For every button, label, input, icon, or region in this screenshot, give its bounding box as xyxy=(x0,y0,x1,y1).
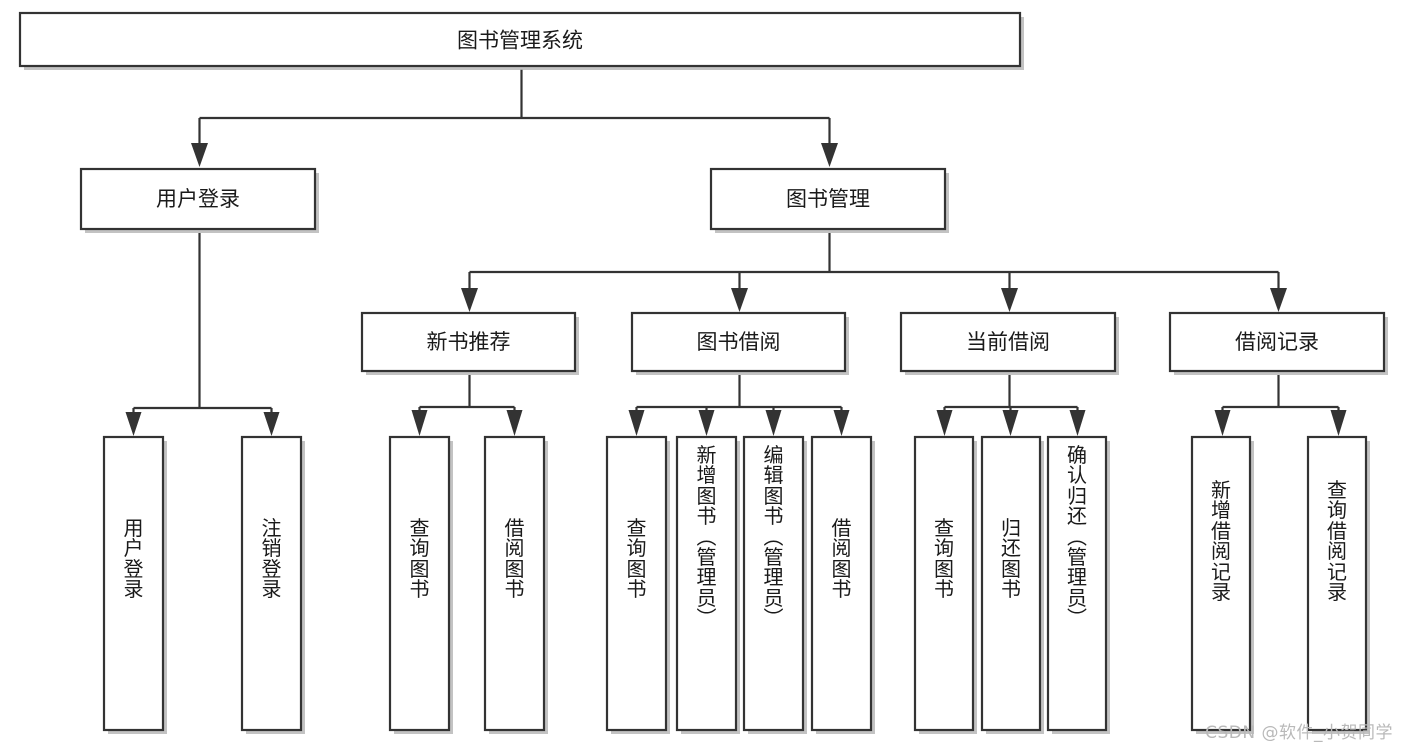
node-leaf-borrow-book-2[interactable] xyxy=(810,435,873,732)
node-leaf-query-book-3[interactable] xyxy=(913,435,975,732)
node-leaf-user-login[interactable] xyxy=(102,435,165,732)
node-leaf-add-borrow-record[interactable] xyxy=(1190,435,1252,732)
node-leaf-query-book-2[interactable] xyxy=(605,435,668,732)
node-book-manage[interactable] xyxy=(709,167,947,231)
node-leaf-query-borrow-record[interactable] xyxy=(1306,435,1368,732)
arrow-head-current-borrow xyxy=(1001,288,1018,312)
connector-group-root xyxy=(191,69,838,167)
node-borrow-record[interactable] xyxy=(1168,311,1386,373)
arrow-head-leaf-borrow-book-2 xyxy=(833,410,850,436)
node-leaf-return-book[interactable] xyxy=(980,435,1042,732)
node-leaf-borrow-book-1[interactable] xyxy=(483,435,546,732)
arrow-head-book-borrow xyxy=(731,288,748,312)
arrow-head-leaf-query-borrow-record xyxy=(1330,410,1347,436)
label-current-borrow: 当前借阅 xyxy=(966,330,1050,354)
node-leaf-query-book-1[interactable] xyxy=(388,435,451,732)
arrow-head-leaf-return-book xyxy=(1002,410,1019,436)
arrow-head-leaf-query-book-3 xyxy=(936,410,953,436)
arrow-head-leaf-confirm-return xyxy=(1069,410,1086,436)
node-book-borrow[interactable] xyxy=(630,311,847,373)
arrow-head-user-login xyxy=(191,143,208,167)
arrow-head-leaf-user-logout xyxy=(263,412,280,436)
label-book-manage: 图书管理 xyxy=(786,187,870,211)
label-book-borrow: 图书借阅 xyxy=(697,330,781,354)
arrow-head-leaf-add-borrow-record xyxy=(1214,410,1231,436)
node-new-book-recommend[interactable] xyxy=(360,311,577,373)
connector-group-book-borrow xyxy=(628,375,850,436)
node-leaf-edit-book[interactable] xyxy=(742,435,805,732)
connector-group-new-book-recommend xyxy=(411,375,523,436)
node-leaf-confirm-return[interactable] xyxy=(1046,435,1108,732)
connector-group-current-borrow xyxy=(936,375,1086,436)
arrow-head-leaf-add-book xyxy=(698,410,715,436)
node-current-borrow[interactable] xyxy=(899,311,1117,373)
label-user-login: 用户登录 xyxy=(156,187,240,211)
arrow-head-leaf-edit-book xyxy=(765,410,782,436)
arrow-head-leaf-query-book-1 xyxy=(411,410,428,436)
connector-group-user-login xyxy=(125,233,280,436)
arrow-head-leaf-borrow-book-1 xyxy=(506,410,523,436)
arrow-head-book-manage xyxy=(821,143,838,167)
connector-group-borrow-record xyxy=(1214,375,1347,436)
label-root: 图书管理系统 xyxy=(457,29,583,53)
node-leaf-add-book[interactable] xyxy=(675,435,738,732)
node-root[interactable] xyxy=(18,11,1022,68)
node-user-login[interactable] xyxy=(79,167,317,231)
label-borrow-record: 借阅记录 xyxy=(1235,330,1319,354)
arrow-head-new-book-recommend xyxy=(461,288,478,312)
arrow-head-leaf-user-login xyxy=(125,412,142,436)
node-leaf-user-logout[interactable] xyxy=(240,435,303,732)
connector-group-book-manage xyxy=(461,233,1287,312)
label-new-book-recommend: 新书推荐 xyxy=(427,330,511,354)
arrow-head-borrow-record xyxy=(1270,288,1287,312)
arrow-head-leaf-query-book-2 xyxy=(628,410,645,436)
